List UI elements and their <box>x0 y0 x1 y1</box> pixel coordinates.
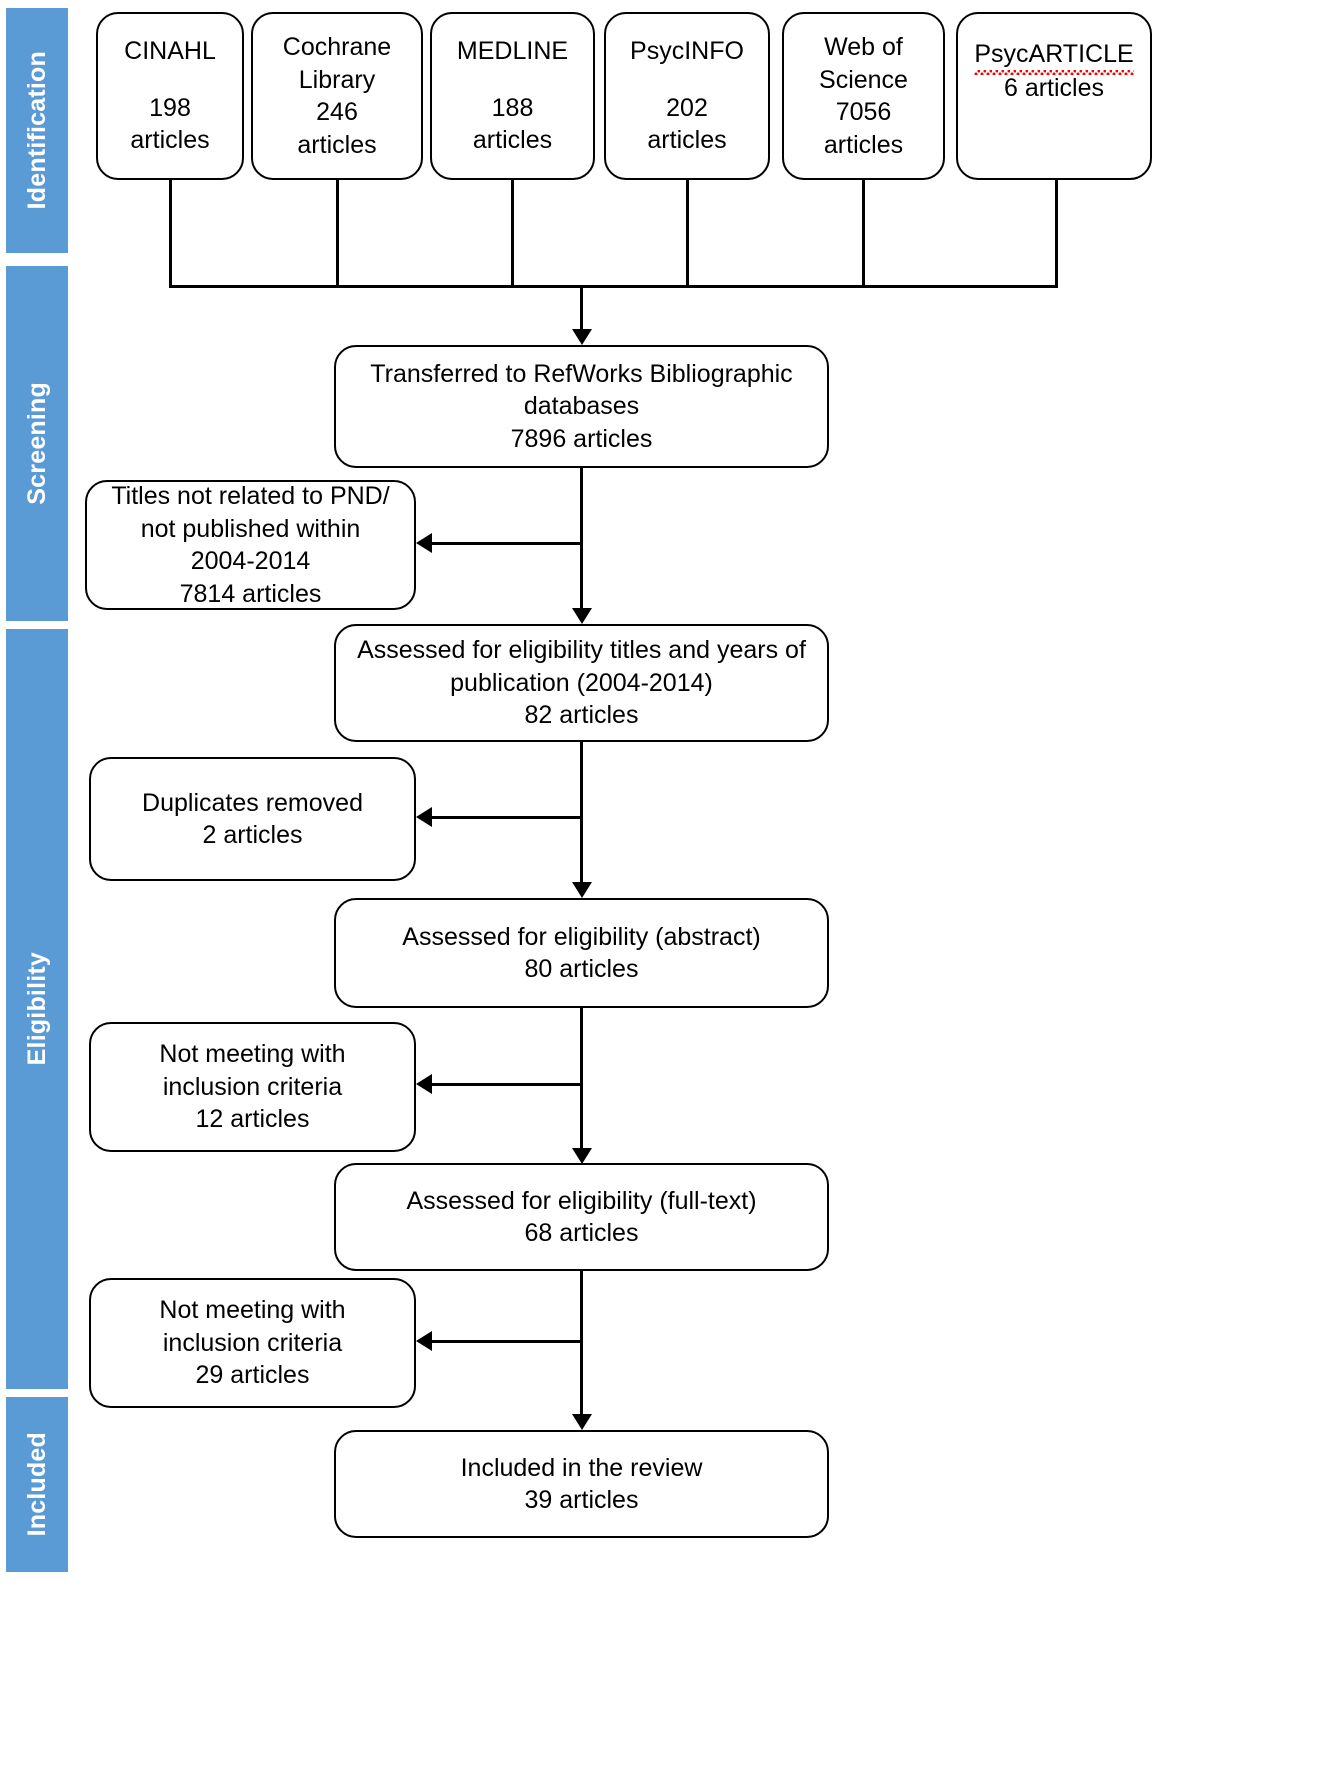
not-meeting-abstract-line2: inclusion criteria <box>162 1072 343 1101</box>
source-wos-name1: Web of <box>824 33 903 61</box>
source-psycinfo-unit: articles <box>647 126 727 155</box>
not-meeting-fulltext-line2: inclusion criteria <box>162 1328 343 1357</box>
connector-stub-psycinfo <box>686 180 689 288</box>
included-label: Included in the review <box>460 1453 703 1482</box>
not-meeting-fulltext-line1: Not meeting with <box>159 1296 346 1325</box>
source-psycarticle-name: PsycARTICLE <box>966 38 1142 74</box>
arrow-bus-to-refworks <box>572 329 592 345</box>
source-psycinfo-name: PsycINFO <box>630 37 744 66</box>
connector-refworks-trunk <box>580 468 583 611</box>
exclusion-box-not-meeting-abstract: Not meeting with inclusion criteria 12 a… <box>89 1022 416 1152</box>
stage-label-included: Included <box>22 1432 51 1537</box>
source-box-cinahl: CINAHL 198 articles <box>96 12 244 180</box>
source-wos-unit: articles <box>823 130 904 159</box>
exclusion-box-not-meeting-fulltext: Not meeting with inclusion criteria 29 a… <box>89 1278 416 1408</box>
arrow-branch-not-meeting-abstract <box>416 1074 432 1094</box>
connector-stub-cochrane <box>336 180 339 288</box>
source-box-web-of-science: Web of Science 7056 articles <box>782 12 945 180</box>
source-cinahl-unit: articles <box>130 126 210 155</box>
connector-branch-not-meeting-abstract <box>420 1083 582 1086</box>
titles-excluded-line1: Titles not related to PND/ <box>111 482 390 510</box>
stage-label-identification: Identification <box>22 51 51 210</box>
stage-label-screening: Screening <box>22 382 51 505</box>
assess-abstract-line1: Assessed for eligibility (abstract) <box>402 922 761 951</box>
arrow-branch-duplicates <box>416 807 432 827</box>
stage-bar-screening: Screening <box>6 266 68 621</box>
source-box-psycarticle: PsycARTICLE 6 articles <box>956 12 1152 180</box>
source-psycinfo-count: 202 <box>666 93 708 122</box>
step-box-refworks: Transferred to RefWorks Bibliographic da… <box>334 345 829 468</box>
source-cochrane-name1: Cochrane <box>282 33 392 61</box>
arrow-assess-abstract-to-fulltext <box>572 1148 592 1164</box>
source-wos-name2: Science <box>819 65 908 94</box>
arrow-refworks-to-assess-titles <box>572 608 592 624</box>
connector-bus-sources <box>169 285 1058 288</box>
connector-assess-titles-trunk <box>580 742 583 885</box>
exclusion-box-duplicates: Duplicates removed 2 articles <box>89 757 416 881</box>
assess-titles-count: 82 articles <box>524 701 639 730</box>
source-cochrane-name2: Library <box>298 65 376 94</box>
titles-excluded-count: 7814 articles <box>179 579 322 608</box>
source-box-medline: MEDLINE 188 articles <box>430 12 595 180</box>
titles-excluded-line2: not published within <box>140 514 361 543</box>
duplicates-count: 2 articles <box>202 821 303 849</box>
connector-assess-abstract-trunk <box>580 1008 583 1151</box>
connector-branch-duplicates <box>420 816 582 819</box>
arrow-assess-fulltext-to-included <box>572 1414 592 1430</box>
arrow-branch-titles-excluded <box>416 533 432 553</box>
connector-branch-titles-excluded <box>420 542 582 545</box>
connector-branch-not-meeting-fulltext <box>420 1340 582 1343</box>
assess-fulltext-line1: Assessed for eligibility (full-text) <box>406 1186 757 1215</box>
source-medline-count: 188 <box>491 93 534 122</box>
source-box-cochrane-library: Cochrane Library 246 articles <box>251 12 423 180</box>
source-cinahl-name: CINAHL <box>124 37 216 66</box>
included-count: 39 articles <box>524 1486 639 1514</box>
not-meeting-abstract-count: 12 articles <box>195 1105 310 1134</box>
source-medline-unit: articles <box>472 126 553 155</box>
source-cochrane-unit: articles <box>297 130 377 159</box>
stage-bar-eligibility: Eligibility <box>6 629 68 1389</box>
stage-bar-identification: Identification <box>6 8 68 253</box>
connector-stub-cinahl <box>169 180 172 288</box>
connector-stub-medline <box>511 180 514 288</box>
source-cochrane-count: 246 <box>316 98 358 126</box>
stage-label-eligibility: Eligibility <box>22 952 51 1066</box>
arrow-branch-not-meeting-fulltext <box>416 1331 432 1351</box>
connector-stub-wos <box>862 180 865 288</box>
connector-bus-to-refworks <box>580 285 583 329</box>
spellcheck-squiggle-icon: PsycARTICLE <box>974 38 1134 74</box>
not-meeting-fulltext-count: 29 articles <box>195 1361 310 1390</box>
source-cinahl-count: 198 <box>149 93 191 122</box>
arrow-assess-titles-to-abstract <box>572 882 592 898</box>
step-box-assess-fulltext: Assessed for eligibility (full-text) 68 … <box>334 1163 829 1271</box>
assess-fulltext-count: 68 articles <box>524 1219 639 1247</box>
step-box-assess-titles: Assessed for eligibility titles and year… <box>334 624 829 742</box>
refworks-count: 7896 articles <box>510 424 653 453</box>
source-psycarticle-count: 6 articles <box>1003 73 1105 102</box>
assess-abstract-count: 80 articles <box>524 955 639 983</box>
source-wos-count: 7056 <box>835 98 892 126</box>
stage-bar-included: Included <box>6 1397 68 1572</box>
source-box-psycinfo: PsycINFO 202 articles <box>604 12 770 180</box>
titles-excluded-years: 2004-2014 <box>190 547 311 575</box>
step-box-included: Included in the review 39 articles <box>334 1430 829 1538</box>
duplicates-label: Duplicates removed <box>142 788 363 817</box>
assess-titles-line2: publication (2004-2014) <box>450 668 713 697</box>
assess-titles-line1: Assessed for eligibility titles and year… <box>357 636 806 665</box>
refworks-line1: Transferred to RefWorks Bibliographic <box>370 359 793 388</box>
refworks-line2: databases <box>523 392 640 421</box>
exclusion-box-titles-excluded: Titles not related to PND/ not published… <box>85 480 416 610</box>
source-medline-name: MEDLINE <box>456 37 569 66</box>
connector-assess-fulltext-trunk <box>580 1271 583 1417</box>
step-box-assess-abstract: Assessed for eligibility (abstract) 80 a… <box>334 898 829 1008</box>
not-meeting-abstract-line1: Not meeting with <box>159 1040 346 1069</box>
connector-stub-psycarticle <box>1055 180 1058 288</box>
